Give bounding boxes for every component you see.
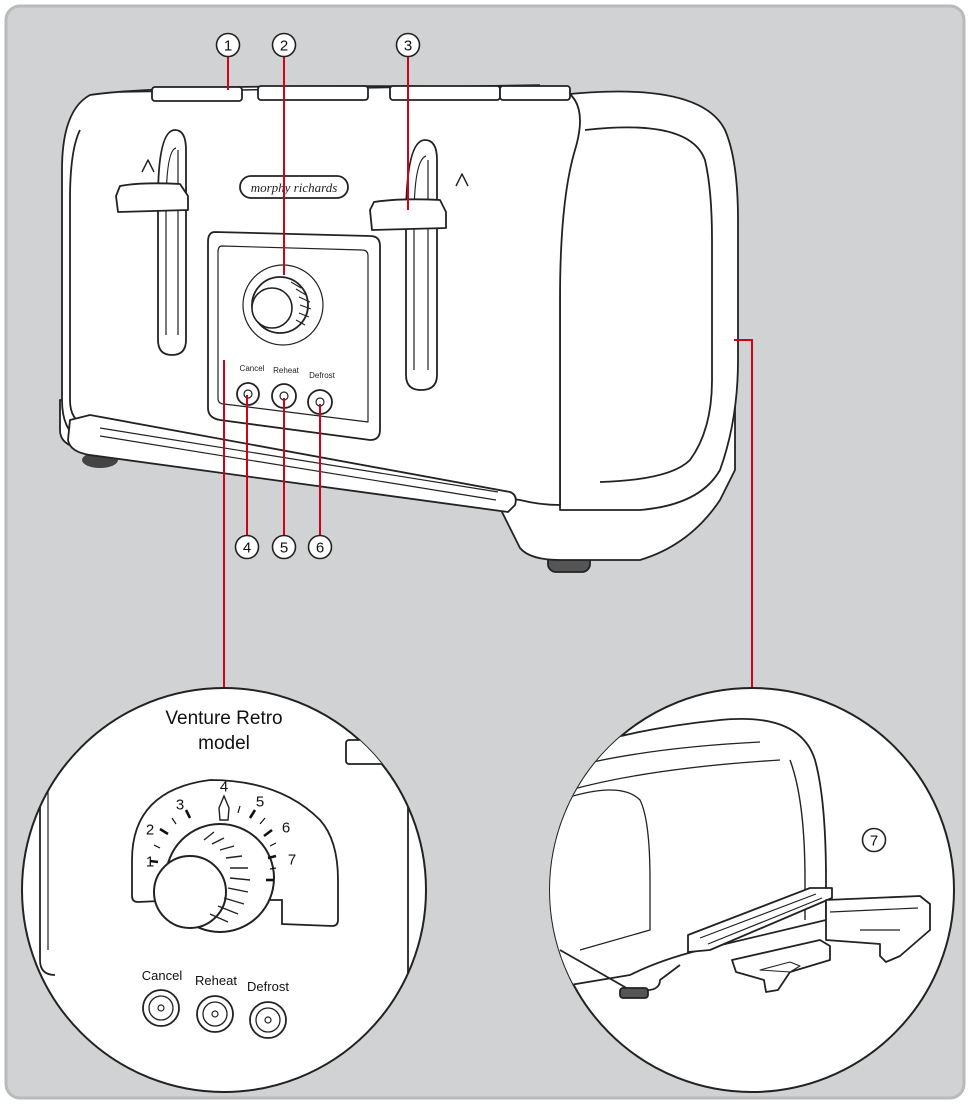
control-panel-inner (217, 245, 369, 423)
callout-7: 7 (861, 827, 887, 853)
zoom-right-tray-front (687, 887, 833, 953)
leader-lines (223, 57, 875, 928)
leader-zoom-right (734, 339, 753, 688)
reheat-label: Reheat (273, 366, 300, 375)
browning-dial-cap[interactable] (251, 287, 293, 329)
callout-7-number: 7 (870, 833, 878, 850)
zoom-dial-ticks (149, 809, 277, 882)
callout-1-number: 1 (224, 38, 232, 55)
zoom-dial-number-5: 5 (256, 794, 264, 811)
callout-6: 6 (307, 534, 333, 560)
defrost-label: Defrost (309, 371, 336, 380)
callouts: 1 2 3 4 5 6 (215, 32, 421, 560)
zoom-browning-dial-cap[interactable] (153, 855, 227, 929)
callout-2-number: 2 (280, 38, 288, 55)
zoom-right-foot (619, 987, 649, 999)
zoom-knob-grips (203, 831, 251, 923)
callout-5: 5 (271, 534, 297, 560)
dial-ticks (290, 281, 312, 326)
zoom-dial-number-3: 3 (176, 797, 184, 814)
zoom-defrost-label: Defrost (247, 979, 289, 994)
zoom-model-title-line2: model (198, 733, 250, 754)
lever-up-arrow-right (455, 173, 469, 187)
callout-3-number: 3 (404, 38, 412, 55)
callout-2: 2 (271, 32, 297, 58)
zoom-right-tray-plate-lines (829, 907, 919, 931)
zoom-dial-number-7: 7 (288, 852, 296, 869)
zoom-dial-number-6: 6 (282, 820, 290, 837)
zoom-right: 7 (549, 687, 955, 1093)
brand-plate (239, 175, 349, 199)
zoom-left-edge-left (39, 780, 56, 976)
slot-2 (257, 85, 369, 101)
zoom-defrost-center (264, 1016, 272, 1024)
side-panel (559, 90, 739, 511)
lever-right[interactable] (369, 198, 447, 231)
zoom-dial-number-1: 1 (146, 854, 154, 871)
slot-4 (499, 85, 571, 101)
zoom-right-tray-grooves (699, 893, 823, 945)
cancel-label: Cancel (240, 364, 265, 373)
zoom-right-back-edge (789, 759, 806, 920)
brand-logo: morphy richards (251, 180, 338, 195)
toaster (59, 84, 739, 573)
zoom-left: 1 2 3 4 5 6 7 Venture Retro model Cancel… (21, 687, 427, 1093)
slot-3 (389, 85, 501, 101)
callout-4-number: 4 (243, 540, 251, 557)
lever-left[interactable] (115, 182, 189, 213)
callout-5-number: 5 (280, 540, 288, 557)
zoom-dial-number-2: 2 (146, 822, 154, 839)
zoom-right-side-panel (559, 789, 651, 951)
zoom-cancel-label: Cancel (142, 968, 183, 983)
zoom-cancel-center (157, 1004, 165, 1012)
crumb-tray[interactable] (67, 414, 517, 513)
lever-up-arrow-left (141, 159, 155, 173)
zoom-dial-minor-ticks (153, 805, 277, 870)
callout-1: 1 (215, 32, 241, 58)
lever-track-right (405, 139, 438, 391)
slot-1 (151, 86, 243, 102)
callout-4: 4 (234, 534, 260, 560)
side-inner-line (584, 126, 713, 483)
zoom-dial-number-4: 4 (220, 779, 228, 796)
zoom-reheat-label: Reheat (195, 973, 237, 988)
lever-track-left (157, 129, 187, 356)
zoom-right-tray-plate[interactable] (825, 895, 931, 963)
zoom-reheat-center (211, 1010, 219, 1018)
zoom-model-title-line1: Venture Retro (165, 708, 282, 729)
callout-6-number: 6 (316, 540, 324, 557)
zoom-right-tray-detail (759, 961, 801, 973)
zoom-dial-indicator (218, 794, 230, 821)
callout-3: 3 (395, 32, 421, 58)
crumb-tray-grooves (99, 427, 499, 501)
